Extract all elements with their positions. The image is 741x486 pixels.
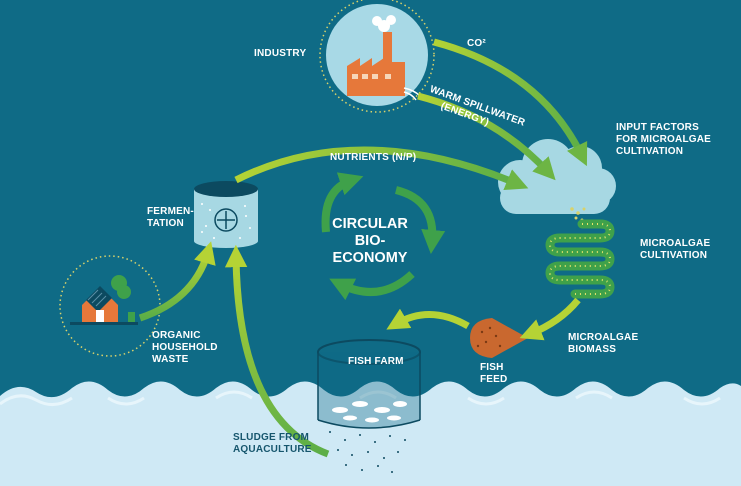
fish-feed-icon (470, 318, 528, 358)
label-microalgae-biomass-line2: BIOMASS (568, 344, 617, 355)
fermentation-tank (194, 181, 258, 248)
center-line-2: BIO- (354, 233, 386, 249)
cloud-droplets (570, 207, 586, 222)
label-fish-feed-line2: FEED (480, 374, 508, 385)
label-microalgae-cultivation-line1: MICROALGAE (640, 238, 711, 249)
industry-ring (319, 0, 435, 113)
label-input-factors-line1: INPUT FACTORS (616, 122, 699, 133)
arrow-nutrients (234, 146, 529, 191)
label-organic-waste-line2: HOUSEHOLD (152, 342, 218, 353)
label-fish-feed: FISH FEED (480, 362, 507, 386)
arrow-co2 (433, 38, 588, 167)
label-organic-waste-line1: ORGANIC (152, 330, 201, 341)
label-sludge-line2: AQUACULTURE (233, 444, 312, 455)
label-input-factors-line3: CULTIVATION (616, 146, 684, 157)
fish-icons (332, 401, 407, 423)
label-nutrients: NUTRIENTS (N/P) (330, 152, 417, 163)
label-microalgae-cultivation-line2: CULTIVATION (640, 250, 708, 261)
label-fermentation-line2: TATION (147, 218, 184, 229)
sea-wave-highlight (0, 390, 721, 406)
label-organic-waste: ORGANIC HOUSEHOLD WASTE (152, 330, 218, 366)
sea-waves (0, 381, 741, 486)
label-organic-waste-line3: WASTE (152, 354, 189, 365)
cycle-arrow-bottom (329, 271, 415, 301)
label-fermentation: FERMEN- TATION (147, 206, 194, 230)
center-line-3: ECONOMY (332, 250, 408, 266)
cycle-arrow-top (321, 172, 364, 233)
label-microalgae-biomass-line1: MICROALGAE (568, 332, 639, 343)
factory-icon (347, 15, 421, 101)
arrow-microalgae-biomass (519, 297, 581, 341)
sludge-particles (329, 431, 406, 473)
label-fermentation-line1: FERMEN- (147, 206, 194, 217)
label-industry: INDUSTRY (254, 48, 307, 59)
arrow-warm-spillwater (417, 92, 556, 181)
center-title: CIRCULAR BIO- ECONOMY (330, 216, 410, 267)
label-sludge-line1: SLUDGE FROM (233, 432, 310, 443)
fish-farm-net (317, 339, 421, 429)
label-microalgae-biomass: MICROALGAE BIOMASS (568, 332, 638, 356)
microalgae-dots (548, 223, 612, 295)
arrow-sludge (224, 244, 330, 458)
label-input-factors: INPUT FACTORS FOR MICROALGAE CULTIVATION (616, 122, 711, 158)
label-fish-feed-line1: FISH (480, 362, 504, 373)
arrow-organic-waste (138, 241, 216, 322)
label-fish-farm: FISH FARM (348, 356, 404, 367)
label-microalgae-cultivation: MICROALGAE CULTIVATION (640, 238, 710, 262)
label-sludge: SLUDGE FROM AQUACULTURE (233, 432, 312, 456)
label-input-factors-line2: FOR MICROALGAE (616, 134, 712, 145)
house-icon (70, 275, 138, 325)
center-line-1: CIRCULAR (332, 216, 408, 232)
label-co2: CO² (467, 38, 486, 49)
cycle-arrow-right (394, 186, 446, 254)
arrow-fish-feed (386, 308, 470, 330)
